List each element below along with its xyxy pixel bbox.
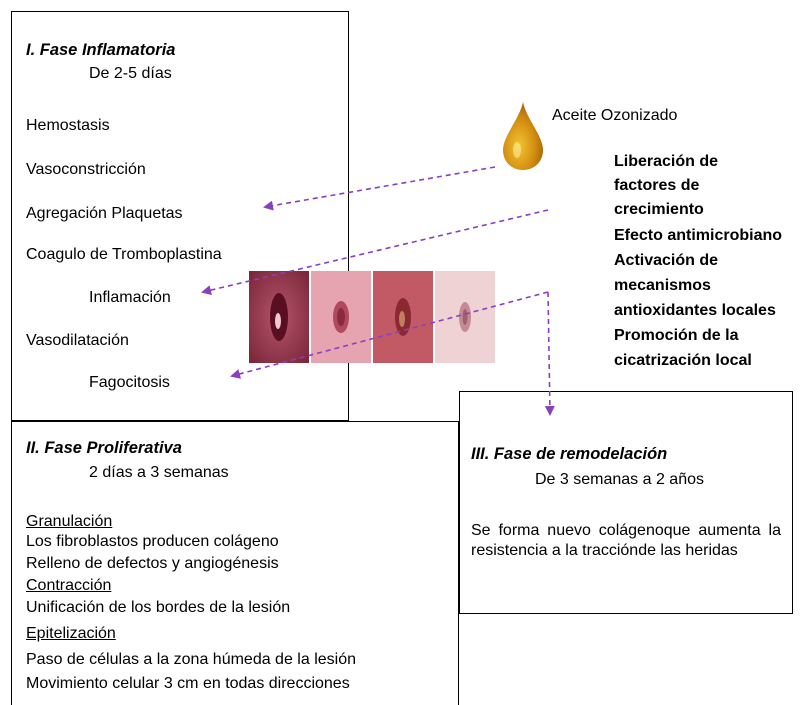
phase2-box bbox=[11, 421, 459, 705]
oil-drop-icon bbox=[503, 102, 543, 170]
wound-photo-2 bbox=[311, 271, 371, 363]
oil-effect: Activación de bbox=[614, 252, 719, 269]
oil-effect: Efecto antimicrobiano bbox=[614, 227, 783, 244]
oil-effect: Liberación de bbox=[614, 153, 719, 170]
phase3-title: III. Fase de remodelación bbox=[471, 445, 668, 463]
phase1-item: Inflamación bbox=[89, 289, 171, 306]
contraction-heading: Contracción bbox=[26, 577, 112, 594]
phase1-item: Fagocitosis bbox=[89, 374, 170, 391]
phase2-item: Paso de células a la zona húmeda de la l… bbox=[26, 651, 356, 668]
oil-effect: Promoción de la bbox=[614, 327, 739, 344]
oil-effect: cicatrización local bbox=[614, 352, 752, 369]
phase3-box bbox=[459, 391, 793, 614]
phase3-description: Se forma nuevo colágenoque aumenta la re… bbox=[471, 522, 781, 559]
phase2-item: Relleno de defectos y angiogénesis bbox=[26, 555, 279, 572]
phase1-item: Vasoconstricción bbox=[26, 161, 146, 178]
phase1-item: Coagulo de Tromboplastina bbox=[26, 246, 222, 263]
epithelization-heading: Epitelización bbox=[26, 625, 116, 642]
phase1-item: Agregación Plaquetas bbox=[26, 205, 183, 222]
phase1-title: I. Fase Inflamatoria bbox=[26, 41, 176, 59]
phase2-item: Los fibroblastos producen colágeno bbox=[26, 533, 279, 550]
oil-effect: mecanismos bbox=[614, 277, 711, 294]
phase1-item: Vasodilatación bbox=[26, 332, 129, 349]
phase2-title: II. Fase Proliferativa bbox=[26, 439, 182, 457]
wound-photo-1 bbox=[249, 271, 309, 363]
phase1-duration: De 2-5 días bbox=[89, 65, 172, 82]
phase3-duration: De 3 semanas a 2 años bbox=[535, 471, 704, 488]
phase2-duration: 2 días a 3 semanas bbox=[89, 464, 229, 481]
wound-photo-3 bbox=[373, 271, 433, 363]
oil-effect: antioxidantes locales bbox=[614, 302, 776, 319]
granulation-heading: Granulación bbox=[26, 513, 113, 530]
oil-label: Aceite Ozonizado bbox=[552, 107, 678, 124]
oil-effect: crecimiento bbox=[614, 201, 704, 218]
phase1-item: Hemostasis bbox=[26, 117, 110, 134]
phase2-item: Unificación de los bordes de la lesión bbox=[26, 599, 291, 616]
wound-photo-4 bbox=[435, 271, 495, 363]
oil-effect: factores de bbox=[614, 177, 700, 194]
phase2-item: Movimiento celular 3 cm en todas direcci… bbox=[26, 675, 350, 692]
